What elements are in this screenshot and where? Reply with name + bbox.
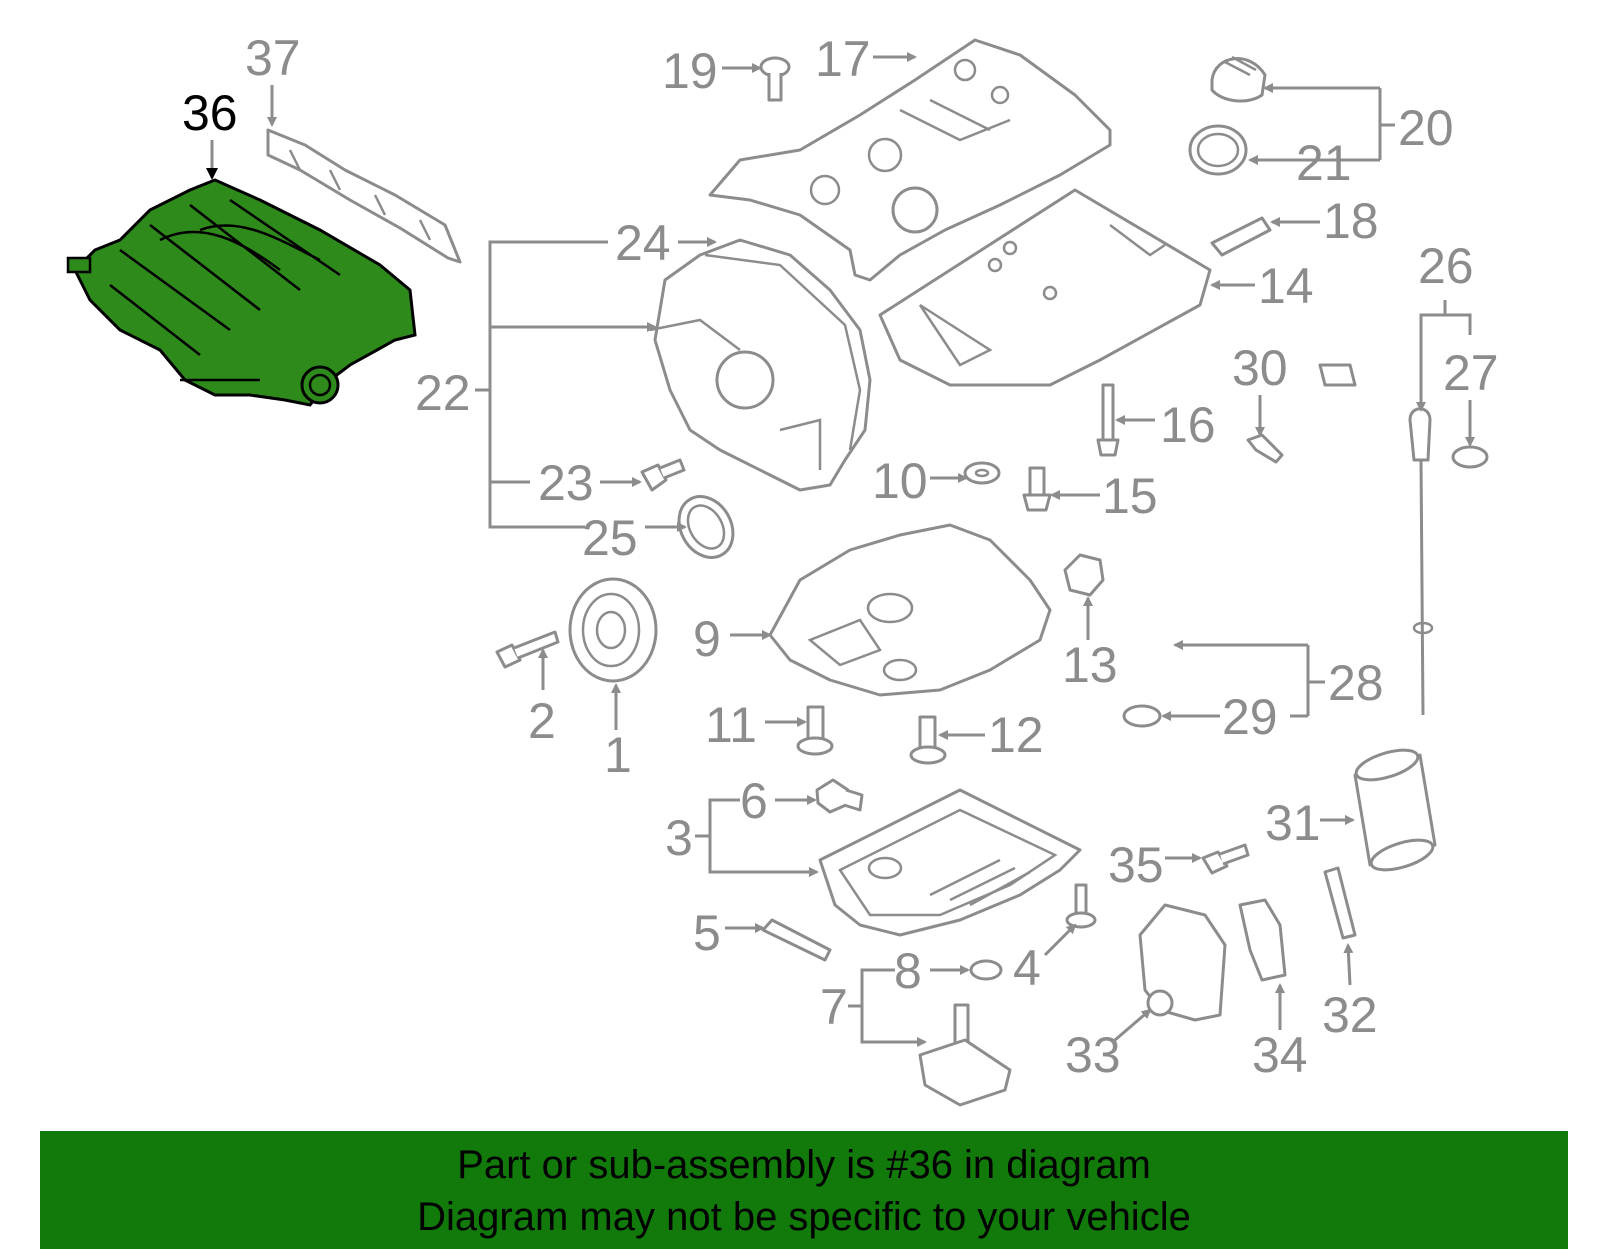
banner-line-2: Diagram may not be specific to your vehi… xyxy=(417,1195,1191,1239)
part-31-oil-filter[interactable] xyxy=(1353,744,1437,876)
vacuum-nipple xyxy=(66,256,92,274)
callout-3[interactable]: 3 xyxy=(665,810,693,866)
callout-23[interactable]: 23 xyxy=(538,455,594,511)
callout-11[interactable]: 11 xyxy=(705,697,757,753)
part-29-o-ring[interactable] xyxy=(1122,704,1162,728)
callout-12[interactable]: 12 xyxy=(988,707,1044,763)
callout-29[interactable]: 29 xyxy=(1222,689,1278,745)
part-32-pin[interactable] xyxy=(1323,866,1357,940)
callout-21[interactable]: 21 xyxy=(1296,135,1352,191)
part-8-o-ring[interactable] xyxy=(969,959,1003,981)
callout-20[interactable]: 20 xyxy=(1398,100,1454,156)
callout-19[interactable]: 19 xyxy=(662,43,718,99)
callout-9[interactable]: 9 xyxy=(693,611,721,667)
callout-26[interactable]: 26 xyxy=(1418,238,1474,294)
part-2-bolt[interactable] xyxy=(495,630,560,669)
part-18-sensor[interactable] xyxy=(1210,216,1272,257)
part-12-bolt[interactable] xyxy=(909,715,947,765)
callout-28[interactable]: 28 xyxy=(1328,655,1384,711)
leader-lines xyxy=(206,52,1475,1047)
callout-34[interactable]: 34 xyxy=(1252,1027,1308,1083)
disclaimer-banner: Part or sub-assembly is #36 in diagram D… xyxy=(40,1131,1568,1249)
part-35-bolt[interactable] xyxy=(1201,843,1250,875)
callout-16[interactable]: 16 xyxy=(1160,397,1216,453)
callout-36[interactable]: 36 xyxy=(182,85,238,141)
callout-35[interactable]: 35 xyxy=(1108,837,1164,893)
part-34-bracket[interactable] xyxy=(1238,898,1287,982)
intake-manifold-body xyxy=(73,178,417,407)
throttle-port xyxy=(300,365,340,405)
part-21-seal-ring[interactable] xyxy=(1188,124,1248,176)
part-37-intake-gasket[interactable] xyxy=(266,128,462,264)
part-3-oil-pan[interactable] xyxy=(818,788,1082,937)
callout-8[interactable]: 8 xyxy=(894,943,922,999)
callout-18[interactable]: 18 xyxy=(1323,193,1379,249)
part-27-o-ring[interactable] xyxy=(1451,445,1489,469)
part-36-intake-manifold[interactable] xyxy=(66,178,417,407)
part-28-dipstick-tube[interactable] xyxy=(1147,363,1357,702)
part-19-bolt[interactable] xyxy=(759,56,791,102)
callout-37[interactable]: 37 xyxy=(245,30,301,86)
callout-17[interactable]: 17 xyxy=(815,31,871,87)
part-26-dipstick[interactable] xyxy=(1408,407,1434,716)
part-9-lower-crankcase[interactable] xyxy=(768,523,1052,697)
callout-15[interactable]: 15 xyxy=(1102,468,1158,524)
part-15-bolt[interactable] xyxy=(1022,466,1052,512)
callout-1[interactable]: 1 xyxy=(604,727,632,783)
part-4-bolt[interactable] xyxy=(1065,883,1097,929)
callout-22[interactable]: 22 xyxy=(415,365,471,421)
part-6-drain-plug[interactable] xyxy=(815,778,864,814)
callout-25[interactable]: 25 xyxy=(582,510,638,566)
intake-runner-lines xyxy=(109,198,341,382)
part-25-crank-seal[interactable] xyxy=(668,487,743,567)
part-23-bolt[interactable] xyxy=(640,458,686,492)
callout-24[interactable]: 24 xyxy=(615,215,671,271)
throttle-port-inner xyxy=(308,373,332,397)
part-20-oil-filler-cap[interactable] xyxy=(1210,55,1267,103)
part-13-sensor[interactable] xyxy=(1063,553,1105,597)
callout-33[interactable]: 33 xyxy=(1065,1027,1121,1083)
callout-2[interactable]: 2 xyxy=(528,693,556,749)
callout-14[interactable]: 14 xyxy=(1258,258,1314,314)
callout-27[interactable]: 27 xyxy=(1443,345,1499,401)
callout-31[interactable]: 31 xyxy=(1265,795,1321,851)
part-10-washer[interactable] xyxy=(963,461,1001,485)
banner-line-1: Part or sub-assembly is #36 in diagram xyxy=(457,1143,1151,1187)
callout-5[interactable]: 5 xyxy=(693,905,721,961)
part-30-bolt[interactable] xyxy=(1246,433,1284,464)
callout-labels: 36 37 19 17 20 21 18 14 24 22 23 25 26 2… xyxy=(182,30,1499,1083)
part-5-sensor[interactable] xyxy=(761,918,832,962)
part-22-timing-cover-assembly[interactable] xyxy=(649,238,872,492)
part-16-bolt[interactable] xyxy=(1096,383,1120,457)
callout-4[interactable]: 4 xyxy=(1013,940,1041,996)
parts-diagram: 36 37 19 17 20 21 18 14 24 22 23 25 26 2… xyxy=(66,30,1499,1107)
part-14-cover-plate[interactable] xyxy=(878,188,1212,387)
part-7-oil-level-sensor[interactable] xyxy=(918,1003,1012,1107)
part-17-valve-cover[interactable] xyxy=(708,38,1112,282)
callout-30[interactable]: 30 xyxy=(1232,340,1288,396)
callout-6[interactable]: 6 xyxy=(740,773,768,829)
callout-7[interactable]: 7 xyxy=(820,979,848,1035)
callout-10[interactable]: 10 xyxy=(872,453,928,509)
part-1-pulley[interactable] xyxy=(568,577,658,683)
part-11-bolt[interactable] xyxy=(796,705,834,756)
callout-13[interactable]: 13 xyxy=(1062,637,1118,693)
callout-32[interactable]: 32 xyxy=(1322,987,1378,1043)
part-33-oil-cooler[interactable] xyxy=(1138,903,1227,1022)
